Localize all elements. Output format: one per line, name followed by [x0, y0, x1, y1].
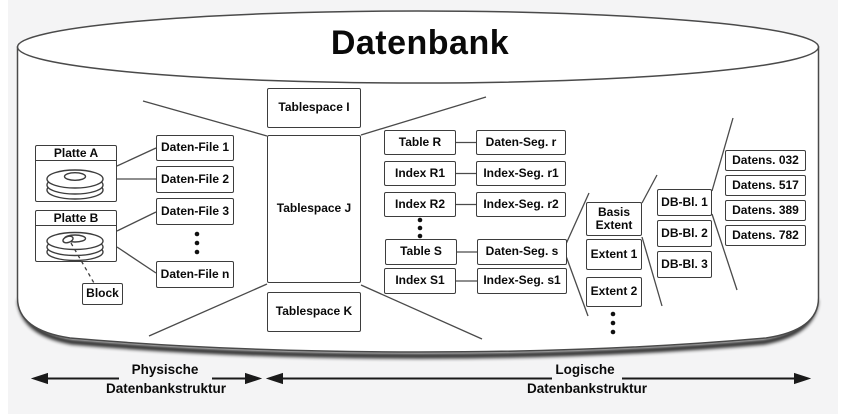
- block-marker-icon: [62, 235, 74, 244]
- legend-physical-line1: Physische: [131, 362, 199, 377]
- box-extent-1: Extent 1: [586, 239, 642, 270]
- disk-file-connectors: [116, 147, 157, 274]
- box-index-seg-r1: Index-Seg. r1: [476, 161, 566, 186]
- box-index-s1: Index S1: [384, 268, 456, 294]
- box-index-seg-s1: Index-Seg. s1: [477, 268, 567, 294]
- box-record-517: Datens. 517: [725, 175, 806, 196]
- disk-platte-a: Platte A: [35, 145, 117, 202]
- box-index-seg-r2: Index-Seg. r2: [476, 192, 566, 217]
- disk-platte-a-label: Platte A: [36, 146, 116, 162]
- box-daten-seg-r: Daten-Seg. r: [476, 130, 566, 155]
- box-daten-file-3: Daten-File 3: [156, 198, 234, 225]
- box-tablespace-i: Tablespace I: [267, 88, 361, 128]
- box-index-r2: Index R2: [384, 192, 456, 217]
- legend-logical-line1: Logische: [555, 362, 615, 377]
- box-daten-file-1: Daten-File 1: [156, 135, 234, 161]
- box-record-389: Datens. 389: [725, 200, 806, 221]
- cylinder-top-ellipse: [16, 10, 820, 84]
- disk-platte-b: Platte B: [35, 210, 117, 262]
- ellipsis-dots: [194, 217, 616, 335]
- disk-icon: [46, 169, 104, 201]
- box-extent-2: Extent 2: [586, 277, 642, 307]
- disk-icon: [46, 232, 104, 262]
- fan-lines: [142, 96, 738, 340]
- box-record-032: Datens. 032: [725, 150, 806, 171]
- box-table-s: Table S: [385, 239, 457, 265]
- pair-connectors: [456, 141, 477, 282]
- box-daten-seg-s: Daten-Seg. s: [477, 239, 567, 265]
- cylinder-shadow: [17, 299, 819, 359]
- disk-platte-b-label: Platte B: [36, 211, 116, 227]
- box-db-block-1: DB-Bl. 1: [657, 189, 712, 216]
- box-tablespace-k: Tablespace K: [267, 292, 361, 332]
- box-basis-extent: Basis Extent: [586, 202, 642, 236]
- box-record-782: Datens. 782: [725, 225, 806, 246]
- box-tablespace-j: Tablespace J: [267, 135, 361, 283]
- box-table-r: Table R: [384, 130, 456, 155]
- box-db-block-2: DB-Bl. 2: [657, 220, 712, 247]
- diagram-title: Datenbank: [330, 24, 510, 62]
- box-daten-file-n: Daten-File n: [156, 261, 234, 288]
- legend-physical-line2: Datenbankstruktur: [105, 381, 227, 396]
- legend-arrows: [30, 372, 812, 385]
- box-index-r1: Index R1: [384, 161, 456, 186]
- box-daten-file-2: Daten-File 2: [156, 166, 234, 193]
- box-block: Block: [82, 283, 123, 305]
- legend-logical-line2: Datenbankstruktur: [526, 381, 648, 396]
- box-db-block-3: DB-Bl. 3: [657, 251, 712, 278]
